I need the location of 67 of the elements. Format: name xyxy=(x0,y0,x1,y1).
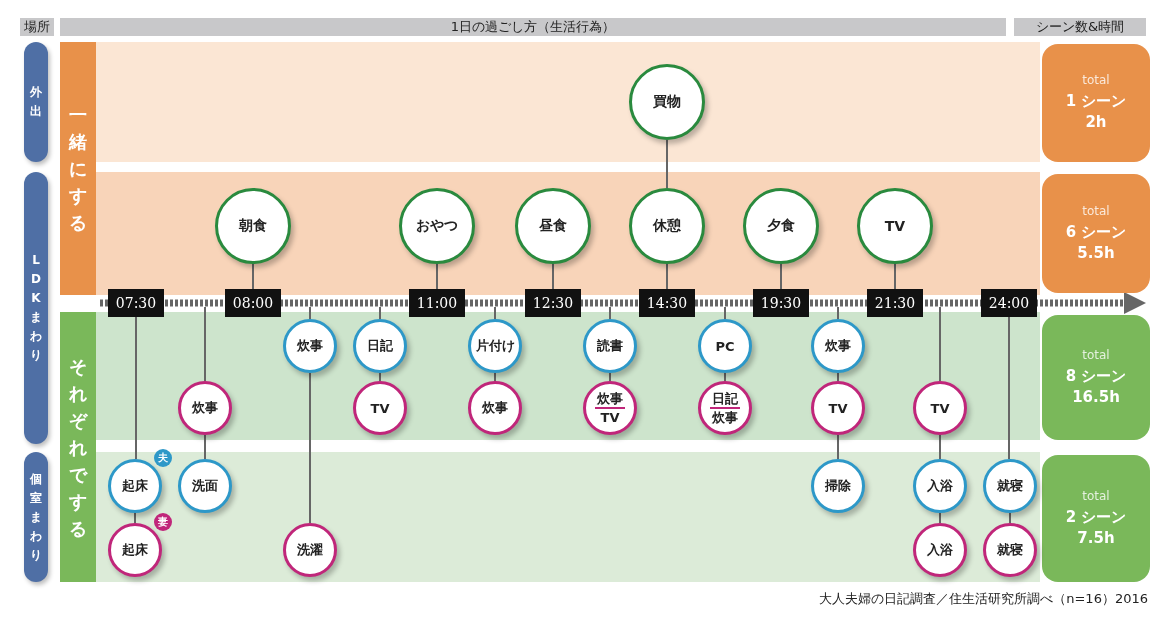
time-tag: 11:00 xyxy=(409,289,465,317)
connector-line xyxy=(379,306,381,320)
time-tag: 24:00 xyxy=(981,289,1037,317)
total-value: 5.5h xyxy=(1077,242,1115,264)
time-tag: 08:00 xyxy=(225,289,281,317)
connector-line xyxy=(780,263,782,290)
connector-line xyxy=(609,306,611,320)
connector-line xyxy=(894,263,896,290)
time-tag: 19:30 xyxy=(753,289,809,317)
connector-line xyxy=(436,263,438,290)
mode-bar: それぞれでする xyxy=(60,312,96,582)
connector-line xyxy=(939,434,941,460)
connector-line xyxy=(1009,512,1011,524)
activity-label: 炊事 xyxy=(712,409,738,426)
total-label: total xyxy=(1082,488,1110,503)
total-panel xyxy=(1042,174,1150,293)
connector-line xyxy=(204,434,206,460)
total-panel xyxy=(1042,455,1150,582)
total-value: 2h xyxy=(1085,112,1107,133)
activity-label: 炊事 xyxy=(595,390,625,409)
connector-line xyxy=(837,306,839,320)
connector-line xyxy=(837,434,839,460)
time-tag: 07:30 xyxy=(108,289,164,317)
connector-line xyxy=(939,512,941,524)
connector-line xyxy=(666,139,668,189)
total-panel xyxy=(1042,315,1150,440)
total-value: 7.5h xyxy=(1077,527,1115,549)
location-pill: LDKまわり xyxy=(24,172,48,444)
total-value: 16.5h xyxy=(1072,386,1120,408)
total-label: total xyxy=(1082,73,1110,87)
total-value: 8 シーン xyxy=(1065,365,1127,387)
connector-line xyxy=(252,263,254,290)
header-bar: シーン数&時間 xyxy=(1014,18,1146,36)
connector-line xyxy=(309,306,311,320)
total-value: 6 シーン xyxy=(1065,221,1127,243)
activity-label: 日記 xyxy=(710,390,740,409)
connector-line xyxy=(379,372,381,382)
header-bar: 場所 xyxy=(20,18,54,36)
connector-line xyxy=(552,263,554,290)
connector-line xyxy=(135,316,137,460)
time-tag: 14:30 xyxy=(639,289,695,317)
time-tag: 21:30 xyxy=(867,289,923,317)
caption: 大人夫婦の日記調査／住生活研究所調べ（n=16）2016 xyxy=(818,590,1148,608)
connector-line xyxy=(204,306,206,382)
connector-line xyxy=(494,372,496,382)
connector-line xyxy=(837,372,839,382)
header-bar: 1日の過ごし方（生活行為） xyxy=(60,18,1006,36)
total-label: total xyxy=(1082,203,1110,218)
connector-line xyxy=(609,372,611,382)
total-value: 2 シーン xyxy=(1065,506,1127,528)
total-panel xyxy=(1042,44,1150,162)
time-tag: 12:30 xyxy=(525,289,581,317)
connector-line xyxy=(494,306,496,320)
connector-line xyxy=(724,306,726,320)
connector-line xyxy=(939,306,941,382)
connector-line xyxy=(309,372,311,524)
total-value: 1 シーン xyxy=(1065,91,1127,112)
connector-line xyxy=(666,263,668,290)
connector-line xyxy=(724,372,726,382)
connector-line xyxy=(1008,316,1010,460)
total-label: total xyxy=(1082,347,1110,362)
connector-line xyxy=(134,512,136,524)
location-pill: 個室まわり xyxy=(24,452,48,582)
mode-bar: 一緒にする xyxy=(60,42,96,295)
speech-badge: 夫 xyxy=(154,449,172,467)
activity-label: TV xyxy=(600,409,620,426)
location-pill: 外出 xyxy=(24,42,48,162)
